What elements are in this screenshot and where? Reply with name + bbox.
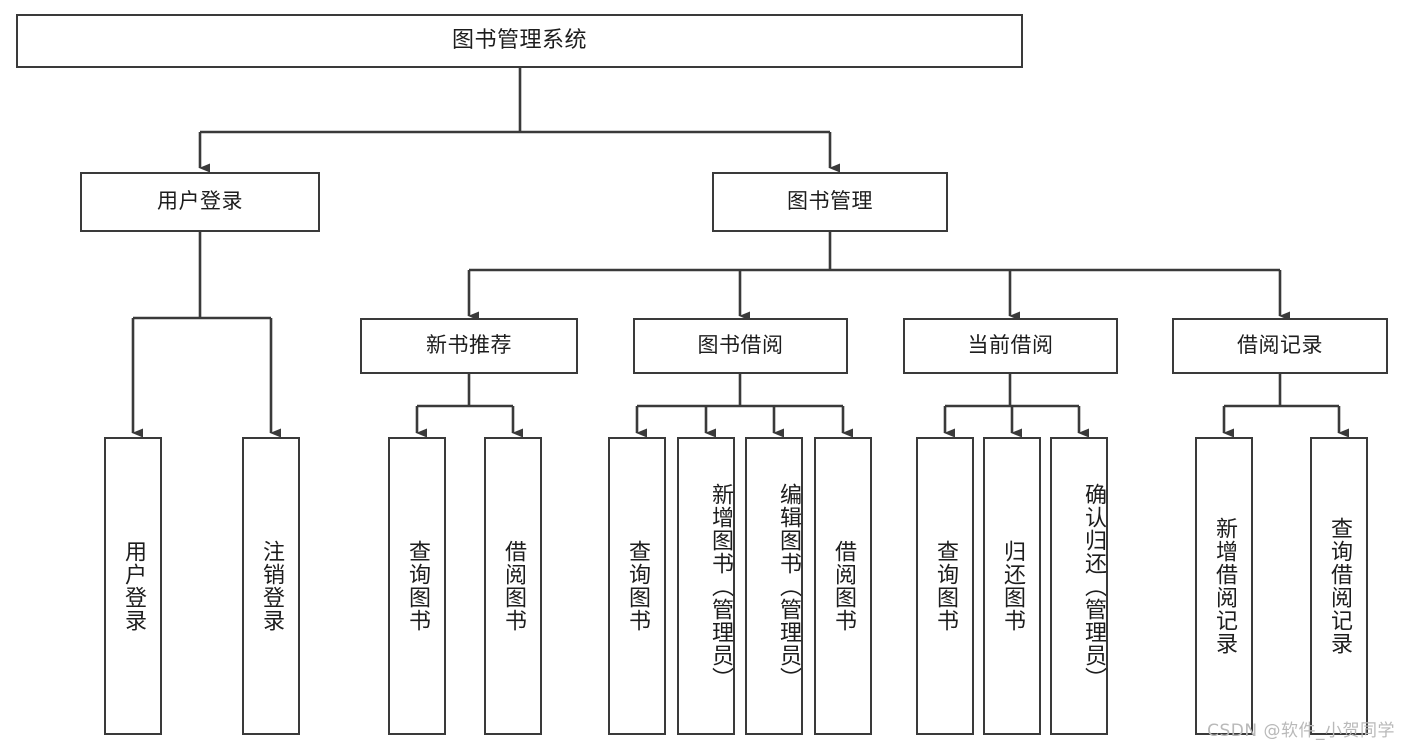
node-root-book-management-system[interactable]: 图书管理系统: [16, 14, 1023, 68]
node-label: 图书管理: [787, 189, 873, 214]
leaf-query-book-borrow[interactable]: 查询图书: [608, 437, 666, 735]
node-book-borrow[interactable]: 图书借阅: [633, 318, 848, 374]
leaf-user-logout[interactable]: 注销登录: [242, 437, 300, 735]
node-label: 图书管理系统: [451, 27, 587, 53]
node-book-management[interactable]: 图书管理: [712, 172, 948, 232]
node-label: 新增借阅记录: [1211, 517, 1237, 655]
leaf-borrow-book-recommend[interactable]: 借阅图书: [484, 437, 542, 735]
node-label: 用户登录: [120, 540, 146, 632]
leaf-confirm-return-admin[interactable]: 确认归还（管理员）: [1050, 437, 1108, 735]
leaf-add-borrow-record[interactable]: 新增借阅记录: [1195, 437, 1253, 735]
node-label: 查询图书: [624, 540, 650, 632]
node-label: 归还图书: [999, 540, 1025, 632]
csdn-watermark: CSDN @软件_小贺同学: [1207, 721, 1395, 741]
node-label: 确认归还（管理员）: [1081, 482, 1106, 690]
leaf-add-book-admin[interactable]: 新增图书（管理员）: [677, 437, 735, 735]
leaf-borrow-book[interactable]: 借阅图书: [814, 437, 872, 735]
node-borrow-record[interactable]: 借阅记录: [1172, 318, 1388, 374]
node-label: 用户登录: [157, 189, 243, 214]
node-user-login[interactable]: 用户登录: [80, 172, 320, 232]
node-label: 新增图书（管理员）: [708, 482, 733, 690]
node-label: 借阅图书: [500, 540, 526, 632]
node-label: 注销登录: [258, 540, 284, 632]
leaf-query-book-current[interactable]: 查询图书: [916, 437, 974, 735]
node-label: 借阅图书: [830, 540, 856, 632]
node-new-book-recommend[interactable]: 新书推荐: [360, 318, 578, 374]
leaf-query-book-recommend[interactable]: 查询图书: [388, 437, 446, 735]
node-label: 查询图书: [404, 540, 430, 632]
leaf-edit-book-admin[interactable]: 编辑图书（管理员）: [745, 437, 803, 735]
node-current-borrow[interactable]: 当前借阅: [903, 318, 1118, 374]
node-label: 查询图书: [932, 540, 958, 632]
node-label: 借阅记录: [1237, 333, 1323, 358]
leaf-query-borrow-record[interactable]: 查询借阅记录: [1310, 437, 1368, 735]
leaf-return-book[interactable]: 归还图书: [983, 437, 1041, 735]
node-label: 图书借阅: [697, 333, 784, 358]
node-label: 当前借阅: [967, 333, 1054, 358]
leaf-user-login[interactable]: 用户登录: [104, 437, 162, 735]
node-label: 新书推荐: [426, 333, 512, 358]
node-label: 查询借阅记录: [1326, 517, 1352, 655]
node-label: 编辑图书（管理员）: [776, 482, 801, 690]
